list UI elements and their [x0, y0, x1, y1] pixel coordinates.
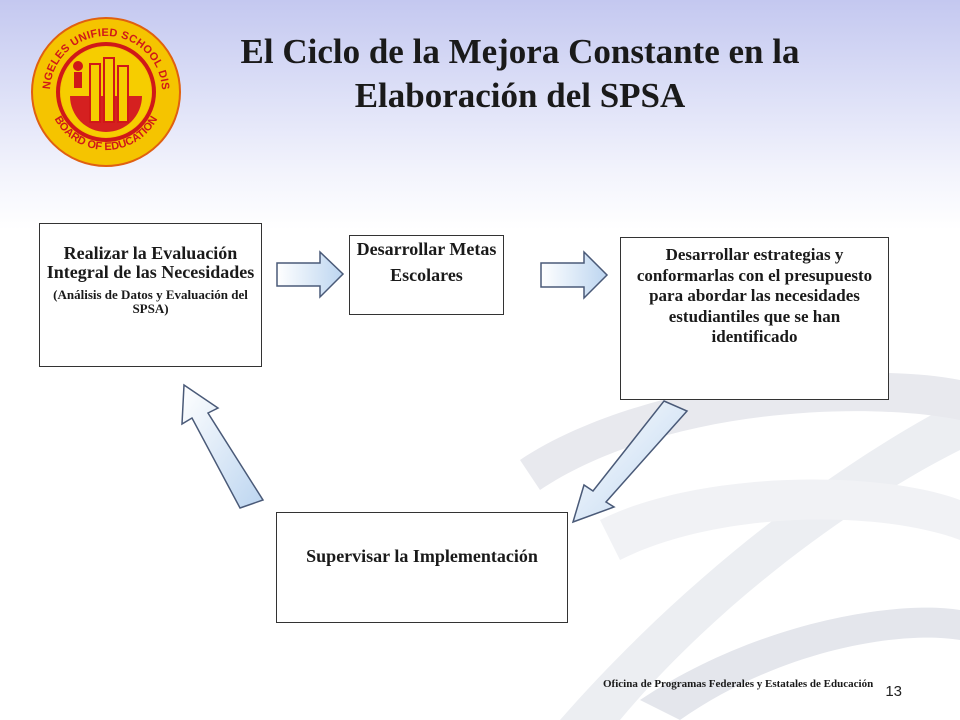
page-number: 13: [885, 683, 902, 700]
box-monitor: Supervisar la Implementación: [276, 512, 568, 623]
arrow-monitor-to-needs: [181, 383, 265, 509]
needs-assessment-sublabel: (Análisis de Datos y Evaluación del SPSA…: [53, 287, 248, 316]
arrow-goals-to-strategies: [540, 250, 609, 300]
arrow-strategies-to-monitor: [571, 400, 689, 524]
footer-office: Oficina de Programas Federales y Estatal…: [603, 678, 874, 690]
needs-assessment-label: Realizar la Evaluación Integral de las N…: [46, 243, 255, 282]
box-goals: Desarrollar Metas Escolares: [349, 235, 504, 315]
title-line-1: El Ciclo de la Mejora Constante en la: [240, 32, 800, 71]
title-line-2: Elaboración del SPSA: [354, 76, 686, 115]
box-strategies: Desarrollar estrategias y conformarlas c…: [620, 237, 889, 400]
goals-label: Desarrollar Metas Escolares: [356, 239, 497, 285]
lausd-logo: LOS ANGELES UNIFIED SCHOOL DISTRICT BOAR…: [30, 16, 181, 167]
strategies-label: Desarrollar estrategias y conformarlas c…: [636, 245, 873, 346]
arrow-needs-to-goals: [276, 250, 345, 299]
monitor-label: Supervisar la Implementación: [306, 546, 538, 566]
box-needs-assessment: Realizar la Evaluación Integral de las N…: [39, 223, 262, 367]
